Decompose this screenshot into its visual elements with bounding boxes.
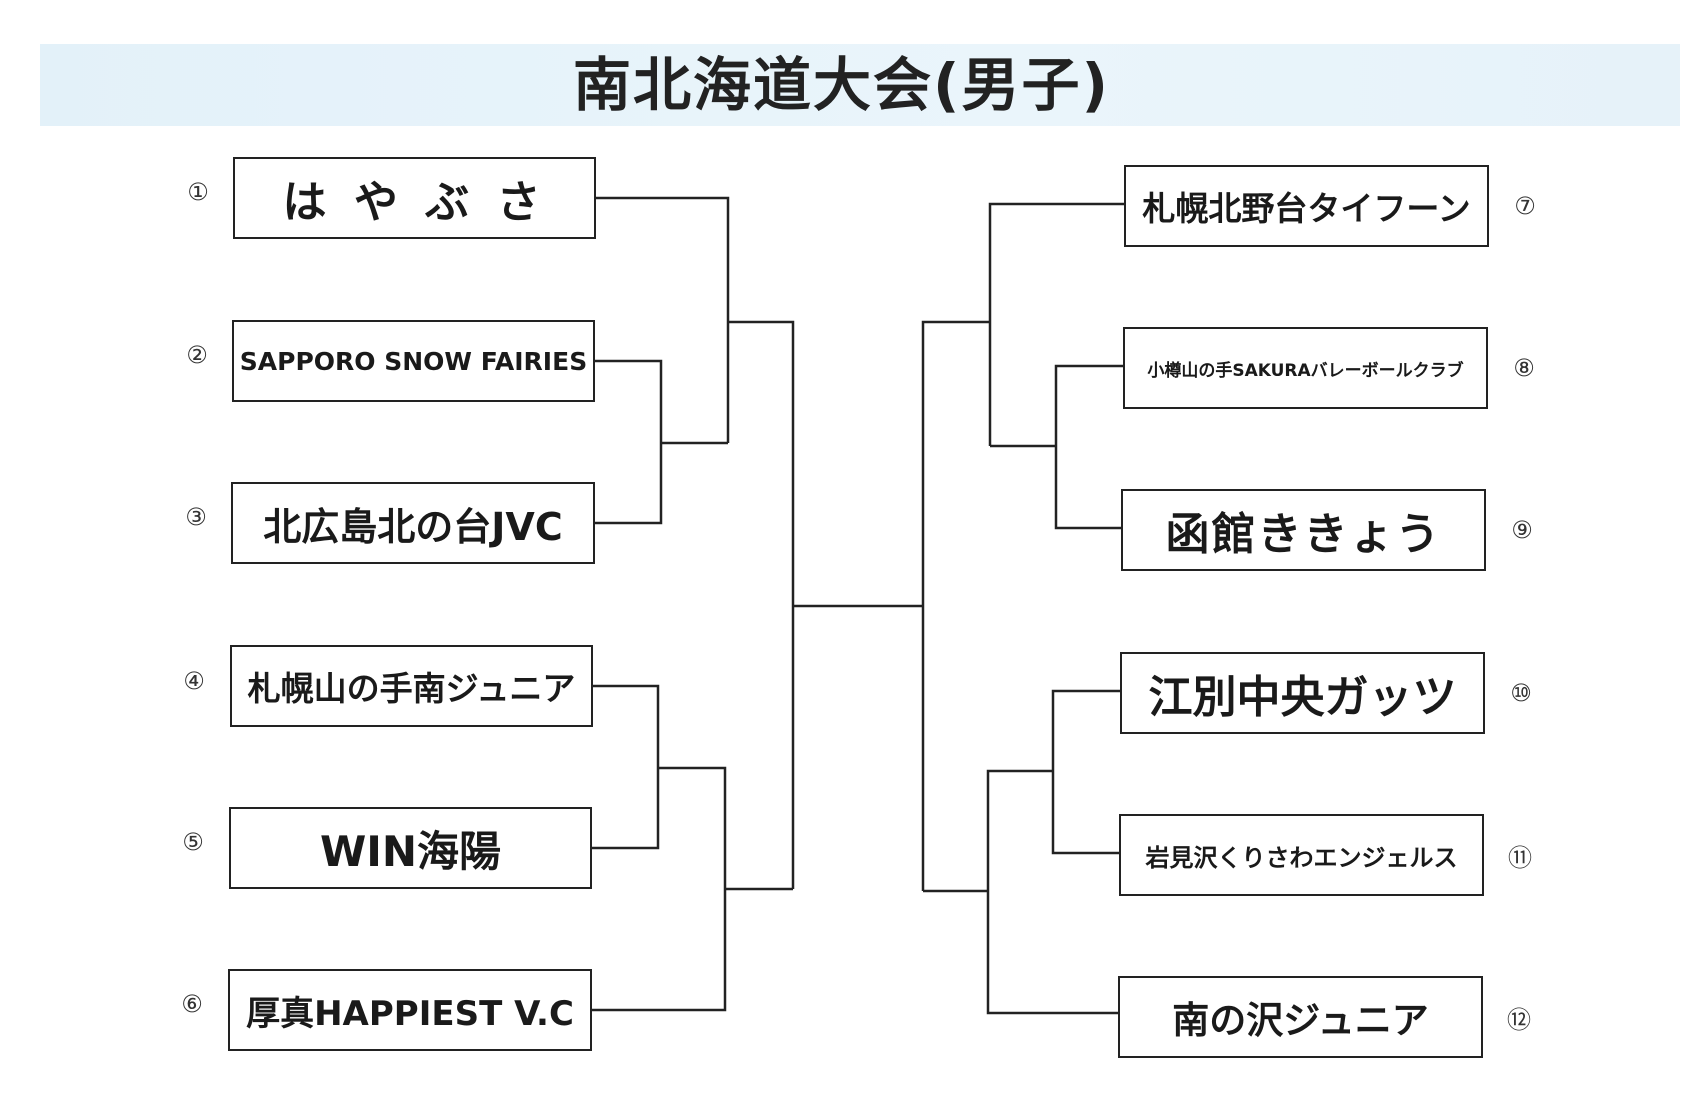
team-box-10: 江別中央ガッツ (1120, 652, 1485, 734)
team-number-12: ⑫ (1507, 1005, 1531, 1034)
team-name: 札幌山の手南ジュニア (247, 669, 576, 708)
team-number-1: ① (187, 178, 209, 206)
team-name: 南の沢ジュニア (1172, 999, 1429, 1042)
team-box-6: 厚真HAPPIEST V.C (228, 969, 592, 1051)
team-name: 北広島北の台JVC (263, 504, 563, 549)
team-box-2: SAPPORO SNOW FAIRIES (232, 320, 595, 402)
team-number-6: ⑥ (181, 990, 203, 1018)
team-name: は や ぶ さ (282, 177, 547, 228)
team-name: 岩見沢くりさわエンジェルス (1145, 843, 1458, 872)
page-title: 南北海道大会(男子) (572, 51, 1111, 119)
team-box-1: は や ぶ さ (233, 157, 596, 239)
team-name: 札幌北野台タイフーン (1142, 189, 1471, 228)
team-box-7: 札幌北野台タイフーン (1124, 165, 1489, 247)
team-name: 厚真HAPPIEST V.C (246, 993, 574, 1034)
team-name: 小樽山の手SAKURAバレーボールクラブ (1147, 360, 1464, 381)
team-box-4: 札幌山の手南ジュニア (230, 645, 593, 727)
bracket-line (728, 320, 795, 889)
team-box-9: 函館ききょう (1121, 489, 1486, 571)
team-number-3: ③ (185, 503, 207, 531)
team-number-7: ⑦ (1514, 192, 1536, 220)
team-number-9: ⑨ (1511, 516, 1533, 544)
team-number-11: ⑪ (1508, 843, 1532, 872)
team-box-8: 小樽山の手SAKURAバレーボールクラブ (1123, 327, 1488, 409)
team-name: 函館ききょう (1165, 509, 1442, 560)
team-box-5: WIN海陽 (229, 807, 592, 889)
bracket-line (596, 196, 730, 443)
team-number-4: ④ (183, 667, 205, 695)
team-number-8: ⑧ (1513, 354, 1535, 382)
bracket-line (1054, 364, 1123, 530)
title-band (40, 44, 1680, 126)
team-name: SAPPORO SNOW FAIRIES (239, 346, 588, 376)
team-box-11: 岩見沢くりさわエンジェルス (1119, 814, 1484, 896)
team-name: WIN海陽 (319, 826, 502, 876)
bracket-line (595, 359, 663, 525)
team-box-3: 北広島北の台JVC (231, 482, 595, 564)
bracket-line (1051, 689, 1121, 855)
bracket-line (592, 684, 660, 850)
team-number-10: ⑩ (1510, 679, 1532, 707)
team-number-2: ② (186, 341, 208, 369)
bracket-line (988, 202, 1124, 446)
team-box-12: 南の沢ジュニア (1118, 976, 1483, 1058)
bracket-line (921, 320, 990, 891)
team-number-5: ⑤ (182, 828, 204, 856)
team-name: 江別中央ガッツ (1148, 672, 1457, 723)
